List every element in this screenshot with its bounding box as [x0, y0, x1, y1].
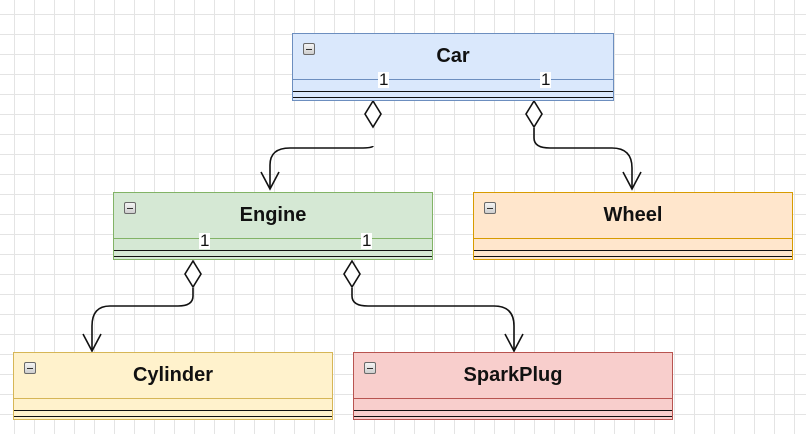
- class-name: SparkPlug: [463, 364, 563, 386]
- class-box-wheel[interactable]: Wheel: [473, 192, 793, 260]
- methods-divider: [474, 256, 792, 257]
- aggregation-car-wheel[interactable]: [525, 99, 642, 191]
- class-box-engine[interactable]: Engine: [113, 192, 433, 260]
- connector-line: [269, 145, 374, 188]
- class-header: SparkPlug: [354, 353, 672, 399]
- aggregation-diamond-icon: [343, 259, 361, 289]
- methods-divider: [354, 416, 672, 417]
- attributes-divider: [354, 410, 672, 411]
- class-header: Engine: [114, 193, 432, 239]
- methods-divider: [293, 97, 613, 98]
- open-arrow-icon: [260, 171, 280, 191]
- class-name: Cylinder: [132, 364, 214, 386]
- minus-toggle-icon[interactable]: [484, 202, 496, 214]
- class-name: Engine: [239, 204, 307, 226]
- class-box-cylinder[interactable]: Cylinder: [13, 352, 333, 420]
- attributes-divider: [293, 91, 613, 92]
- minus-toggle-icon[interactable]: [124, 202, 136, 214]
- connector-line: [91, 288, 194, 351]
- open-arrow-icon: [504, 333, 524, 353]
- minus-toggle-icon[interactable]: [303, 43, 315, 55]
- open-arrow-icon: [82, 333, 102, 353]
- class-header: Car: [293, 34, 613, 80]
- multiplicity-label: 1: [378, 70, 390, 89]
- aggregation-engine-sparkplug[interactable]: [343, 259, 524, 353]
- aggregation-engine-cylinder[interactable]: [82, 259, 202, 353]
- class-name: Car: [436, 45, 470, 67]
- class-box-car[interactable]: Car: [292, 33, 614, 101]
- aggregation-diamond-icon: [525, 99, 543, 129]
- connector-line: [533, 128, 633, 189]
- class-box-sparkplug[interactable]: SparkPlug: [353, 352, 673, 420]
- multiplicity-label: 1: [361, 231, 373, 250]
- aggregation-diamond-icon: [364, 99, 382, 129]
- class-name: Wheel: [603, 204, 663, 226]
- attributes-divider: [14, 410, 332, 411]
- attributes-divider: [474, 250, 792, 251]
- class-header: Wheel: [474, 193, 792, 239]
- class-header: Cylinder: [14, 353, 332, 399]
- multiplicity-label: 1: [540, 70, 552, 89]
- methods-divider: [14, 416, 332, 417]
- aggregation-car-engine[interactable]: [260, 99, 382, 191]
- connector-line: [351, 288, 515, 351]
- methods-divider: [114, 256, 432, 257]
- multiplicity-label: 1: [199, 231, 211, 250]
- minus-toggle-icon[interactable]: [364, 362, 376, 374]
- aggregation-diamond-icon: [184, 259, 202, 289]
- open-arrow-icon: [622, 171, 642, 191]
- minus-toggle-icon[interactable]: [24, 362, 36, 374]
- attributes-divider: [114, 250, 432, 251]
